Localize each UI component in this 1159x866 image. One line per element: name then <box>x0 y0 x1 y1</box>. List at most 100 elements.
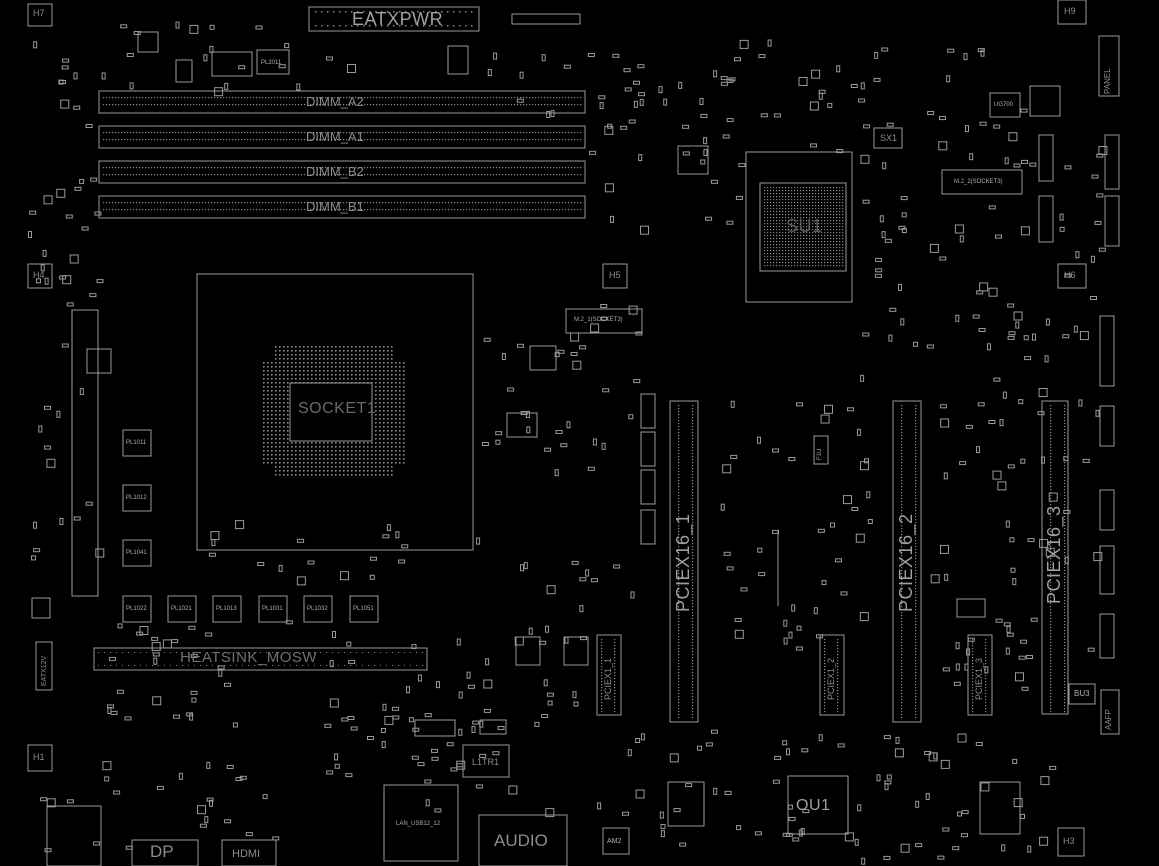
pin <box>217 209 219 211</box>
pin <box>815 253 817 255</box>
smd-part <box>206 761 211 769</box>
pin <box>323 462 325 464</box>
pin <box>915 690 917 692</box>
smd-part <box>579 577 587 582</box>
pin <box>280 104 282 106</box>
pin <box>339 358 341 360</box>
pin <box>370 97 372 99</box>
pin <box>824 711 826 713</box>
pin <box>280 167 282 169</box>
pin <box>692 582 694 584</box>
pin <box>279 350 281 352</box>
pin <box>678 423 680 425</box>
pin <box>678 432 680 434</box>
pin <box>785 262 787 264</box>
pin <box>812 196 814 198</box>
pin <box>403 462 405 464</box>
pin <box>412 132 414 134</box>
pin <box>359 370 361 372</box>
pin <box>424 202 426 204</box>
pin <box>319 132 321 134</box>
pin <box>577 97 579 99</box>
pin <box>349 104 351 106</box>
pin <box>304 167 306 169</box>
pin <box>391 474 393 476</box>
pin <box>295 350 297 352</box>
pin <box>253 209 255 211</box>
pin <box>295 466 297 468</box>
smd-part <box>1021 159 1028 164</box>
pin <box>915 585 917 587</box>
small-components <box>28 21 1108 865</box>
pin <box>785 259 787 261</box>
pin <box>399 462 401 464</box>
smd-part <box>1005 647 1010 655</box>
pin <box>678 564 680 566</box>
pin <box>824 232 826 234</box>
pin <box>451 97 453 99</box>
pin <box>812 265 814 267</box>
pin <box>767 223 769 225</box>
pin <box>359 382 361 384</box>
pin <box>369 25 371 27</box>
pin <box>824 229 826 231</box>
pin <box>361 132 363 134</box>
pin <box>373 209 375 211</box>
pin <box>371 382 373 384</box>
pin <box>901 465 903 467</box>
pin <box>818 226 820 228</box>
pin <box>776 193 778 195</box>
pin <box>343 174 345 176</box>
pin <box>371 374 373 376</box>
pin <box>785 217 787 219</box>
pin <box>565 167 567 169</box>
pin <box>800 208 802 210</box>
smd-part <box>1008 132 1018 142</box>
pin <box>463 139 465 141</box>
pin <box>346 209 348 211</box>
pin <box>453 25 455 27</box>
pin <box>532 167 534 169</box>
pin <box>842 262 844 264</box>
pin <box>517 167 519 169</box>
pin <box>194 665 195 666</box>
smd-part <box>481 442 489 446</box>
pin <box>315 11 317 13</box>
pin <box>785 241 787 243</box>
pin <box>343 454 345 456</box>
pin <box>298 104 300 106</box>
pin <box>785 211 787 213</box>
pin <box>678 438 680 440</box>
pin <box>678 702 680 704</box>
pin <box>383 386 385 388</box>
pin <box>915 642 917 644</box>
dp-port <box>131 839 199 866</box>
pin <box>409 139 411 141</box>
pin <box>287 418 289 420</box>
smd-part <box>604 183 614 193</box>
smd-part <box>42 249 47 257</box>
smd-part <box>107 707 112 714</box>
smd-part <box>417 762 425 767</box>
pin <box>323 354 325 356</box>
pin <box>1050 606 1052 608</box>
pin <box>361 139 363 141</box>
pin <box>517 104 519 106</box>
pin <box>418 209 420 211</box>
pin <box>1050 705 1052 707</box>
pin <box>502 167 504 169</box>
smd-part <box>1093 552 1103 562</box>
pin <box>322 139 324 141</box>
pin <box>383 390 385 392</box>
pin <box>184 167 186 169</box>
pin <box>436 209 438 211</box>
pin <box>821 247 823 249</box>
pin <box>399 406 401 408</box>
pin <box>311 454 313 456</box>
smd-part <box>622 811 629 816</box>
pin <box>355 454 357 456</box>
pin <box>809 202 811 204</box>
pin <box>678 426 680 428</box>
pin <box>211 174 213 176</box>
smd-part <box>610 215 614 223</box>
